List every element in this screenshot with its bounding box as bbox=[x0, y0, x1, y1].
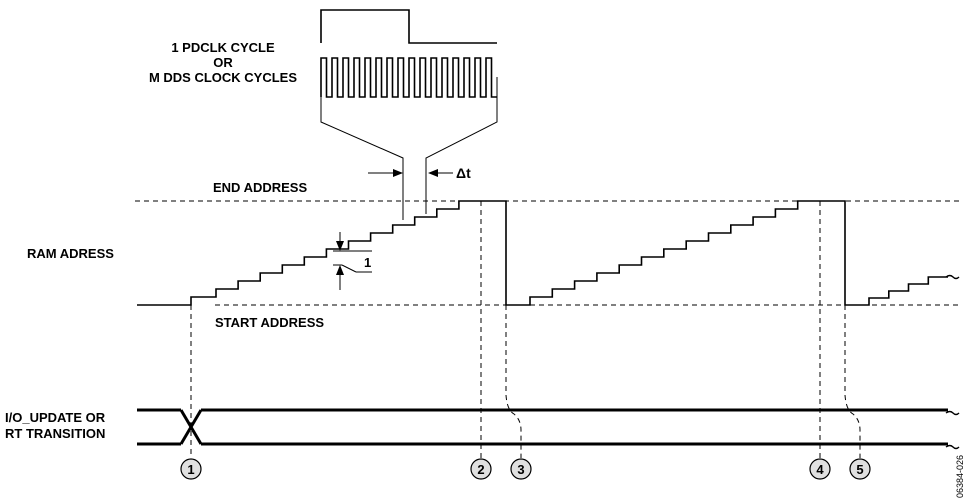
event-marker-2-label: 2 bbox=[477, 462, 484, 477]
event-marker-3-label: 3 bbox=[517, 462, 524, 477]
ram-address-label: RAM ADRESS bbox=[27, 246, 114, 261]
event-marker-1: 1 bbox=[180, 458, 202, 480]
magnifier-bracket bbox=[320, 77, 498, 220]
step-size-annotation bbox=[333, 232, 372, 290]
event-marker-2: 2 bbox=[470, 458, 492, 480]
pdclk-cycle-waveform bbox=[320, 9, 497, 44]
io-update-label-line1: I/O_UPDATE OR bbox=[5, 410, 106, 425]
event-leaders bbox=[190, 201, 861, 458]
pdclk-label-line1: 1 PDCLK CYCLE bbox=[171, 40, 275, 55]
end-address-label: END ADDRESS bbox=[213, 180, 307, 195]
io-update-waveform bbox=[137, 408, 960, 450]
event-marker-3: 3 bbox=[510, 458, 532, 480]
delta-t-arrows bbox=[368, 169, 453, 177]
event-marker-4: 4 bbox=[809, 458, 831, 480]
pdclk-label-line2: OR bbox=[213, 55, 233, 70]
event-marker-5: 5 bbox=[849, 458, 871, 480]
delta-t-label: Δt bbox=[456, 165, 471, 181]
event-marker-4-label: 4 bbox=[816, 462, 824, 477]
io-update-label-line2: RT TRANSITION bbox=[5, 426, 105, 441]
pdclk-label-line3: M DDS CLOCK CYCLES bbox=[149, 70, 297, 85]
step-one-label: 1 bbox=[364, 255, 371, 270]
event-marker-5-label: 5 bbox=[856, 462, 863, 477]
dds-clock-waveform bbox=[320, 57, 497, 98]
figure-id-label: 06384-026 bbox=[955, 455, 965, 498]
ram-address-waveform bbox=[137, 200, 948, 306]
start-address-label: START ADDRESS bbox=[215, 315, 324, 330]
ram-address-continuation bbox=[945, 274, 960, 280]
event-marker-1-label: 1 bbox=[187, 462, 194, 477]
